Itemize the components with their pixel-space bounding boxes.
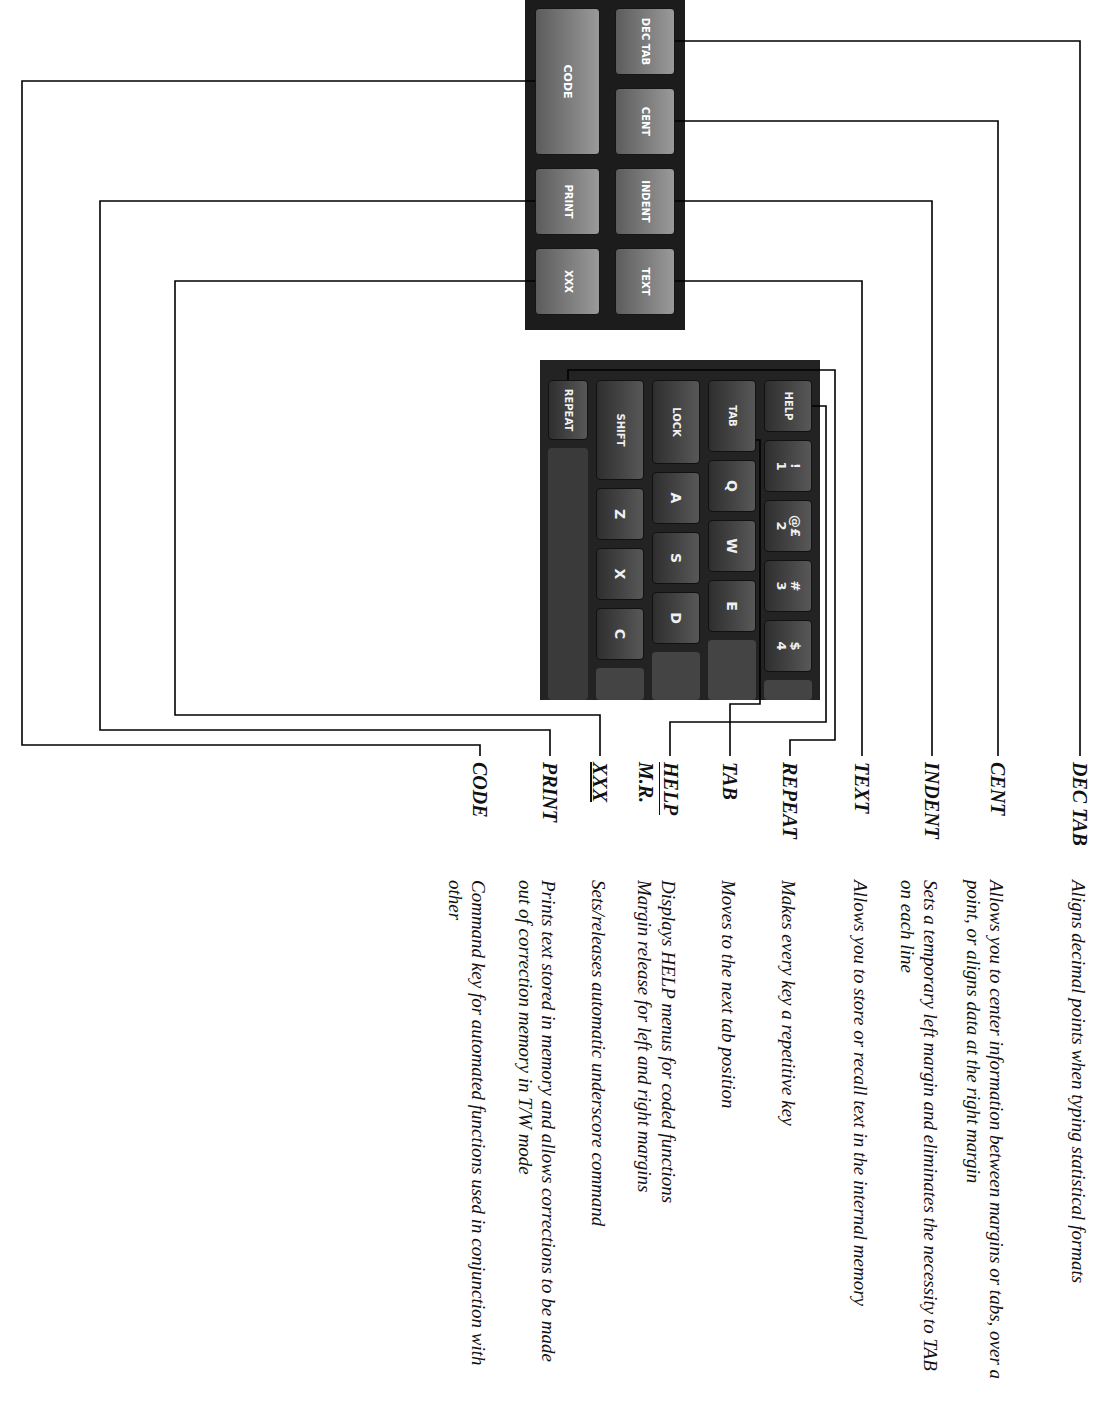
key-cap: C: [596, 608, 644, 660]
key-legend: INDENT: [640, 180, 651, 222]
key-cap: #3: [764, 560, 812, 612]
space-bar: [548, 448, 588, 700]
leader-line: [22, 81, 535, 756]
key-cap: W: [708, 520, 756, 572]
cropped-key: [764, 680, 812, 700]
key-legend: XXX: [562, 270, 573, 293]
leader-line: [675, 121, 998, 756]
key-name: CENT: [986, 762, 1010, 815]
key-legend: TEXT: [640, 267, 651, 295]
function-description: Allows you to store or recall text in th…: [849, 880, 872, 1390]
key-cap: @£2: [764, 500, 812, 552]
function-key-panel: [525, 0, 685, 330]
key-legend: 1: [774, 461, 788, 470]
key-cap: $4: [764, 620, 812, 672]
key-legend: 2: [774, 521, 788, 530]
function-description: Displays HELP menus for coded functions: [657, 880, 680, 1390]
function-description: Makes every key a repetitive key: [777, 880, 800, 1390]
cropped-key: [652, 652, 700, 700]
keyboard-panel: [540, 360, 820, 700]
function-description: Sets/releases automatic underscore comma…: [587, 880, 610, 1390]
key-legend: C: [613, 629, 628, 639]
function-description: Prints text stored in memory and allows …: [514, 880, 560, 1390]
leader-line: [175, 281, 600, 756]
key-legend: CENT: [640, 107, 651, 136]
key-legend: LOCK: [671, 407, 682, 437]
key-legend: #: [788, 581, 802, 592]
function-description: Aligns decimal points when typing statis…: [1067, 880, 1090, 1390]
key-cap: X: [596, 548, 644, 600]
key-name: TEXT: [850, 762, 874, 813]
key-legend: Z: [613, 509, 628, 519]
key-legend: PRINT: [562, 185, 573, 219]
key-legend: E: [725, 601, 740, 611]
key-legend: X: [613, 569, 628, 580]
key-legend: Q: [725, 480, 740, 492]
key-legend: A: [669, 493, 684, 504]
key-cap: DEC TAB: [615, 8, 675, 75]
leader-line: [100, 201, 550, 756]
function-description: Margin release for left and right margin…: [633, 880, 656, 1390]
key-legend: $: [788, 641, 802, 650]
key-cap: A: [652, 472, 700, 524]
key-cap: E: [708, 580, 756, 632]
key-name: CODE: [468, 762, 492, 818]
key-name: DEC TAB: [1068, 762, 1092, 846]
key-legend: CODE: [562, 64, 574, 98]
key-name: M.R.: [634, 762, 658, 803]
key-cap: LOCK: [652, 380, 700, 464]
key-legend: !: [788, 463, 802, 469]
key-name: REPEAT: [778, 762, 802, 839]
key-legend: W: [725, 538, 740, 553]
key-cap: TAB: [708, 380, 756, 452]
cropped-key: [708, 640, 756, 700]
key-cap: CENT: [615, 88, 675, 155]
key-legend: @£: [788, 515, 802, 537]
key-legend: DEC TAB: [640, 18, 651, 65]
key-legend: HELP: [783, 392, 794, 421]
leader-line: [675, 281, 862, 756]
leader-line: [675, 41, 1080, 756]
key-cap: SHIFT: [596, 380, 644, 480]
key-cap: XXX: [535, 248, 600, 315]
function-description: Allows you to center information between…: [962, 880, 1008, 1390]
key-cap: REPEAT: [548, 380, 588, 440]
key-cap: S: [652, 532, 700, 584]
key-legend: 4: [774, 641, 788, 650]
key-cap: Q: [708, 460, 756, 512]
key-cap: PRINT: [535, 168, 600, 235]
key-legend: REPEAT: [563, 389, 574, 431]
function-description: Sets a temporary left margin and elimina…: [896, 880, 942, 1390]
key-legend: 3: [774, 581, 788, 590]
key-cap: HELP: [764, 380, 812, 432]
function-description: Command key for automated functions used…: [444, 880, 490, 1390]
key-cap: D: [652, 592, 700, 644]
key-cap: INDENT: [615, 168, 675, 235]
function-description: Moves to the next tab position: [717, 880, 740, 1390]
key-name: TAB: [718, 762, 742, 800]
key-cap: Z: [596, 488, 644, 540]
leader-line: [568, 370, 835, 756]
key-name: PRINT: [538, 762, 562, 822]
key-name: XXX: [588, 762, 612, 802]
key-legend: D: [669, 612, 684, 624]
key-legend: TAB: [727, 405, 738, 426]
cropped-key: [596, 668, 644, 700]
key-name: INDENT: [920, 762, 944, 839]
leader-line: [675, 201, 932, 756]
key-legend: S: [669, 553, 684, 563]
key-name: HELP: [659, 762, 682, 815]
key-cap: TEXT: [615, 248, 675, 315]
key-legend: SHIFT: [615, 414, 626, 447]
key-cap: CODE: [535, 8, 600, 155]
key-cap: !1: [764, 440, 812, 492]
